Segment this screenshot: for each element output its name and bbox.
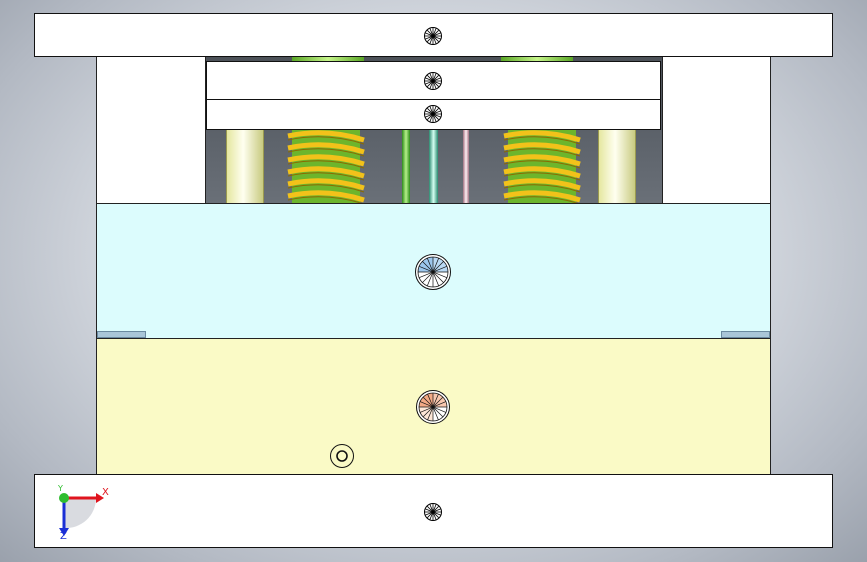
support-pillar-left[interactable] (226, 130, 264, 204)
spring-rod-right (501, 56, 573, 64)
support-pillar-right[interactable] (598, 130, 636, 204)
coordinate-triad (59, 493, 104, 536)
sprue-icon[interactable] (414, 253, 452, 291)
spring-right[interactable] (502, 130, 582, 204)
spring-left[interactable] (286, 130, 366, 204)
screw-icon[interactable] (423, 104, 443, 124)
return-pin[interactable] (463, 130, 469, 204)
ejector-pin[interactable] (402, 130, 410, 204)
axis-z-label: Z (60, 531, 67, 542)
parting-shim-left (97, 331, 146, 338)
screw-icon[interactable] (423, 71, 443, 91)
pin-hole-icon[interactable] (329, 443, 355, 469)
spring-rod-left (292, 56, 364, 64)
screw-icon[interactable] (423, 26, 443, 46)
gate-icon[interactable] (415, 389, 451, 425)
parting-shim-right (721, 331, 770, 338)
axis-x-label: X (102, 487, 109, 498)
axis-y-label: Y (58, 484, 63, 493)
screw-icon[interactable] (423, 502, 443, 522)
ejector-pin[interactable] (429, 130, 438, 204)
support-block-left[interactable] (96, 56, 206, 204)
support-block-right[interactable] (662, 56, 771, 204)
